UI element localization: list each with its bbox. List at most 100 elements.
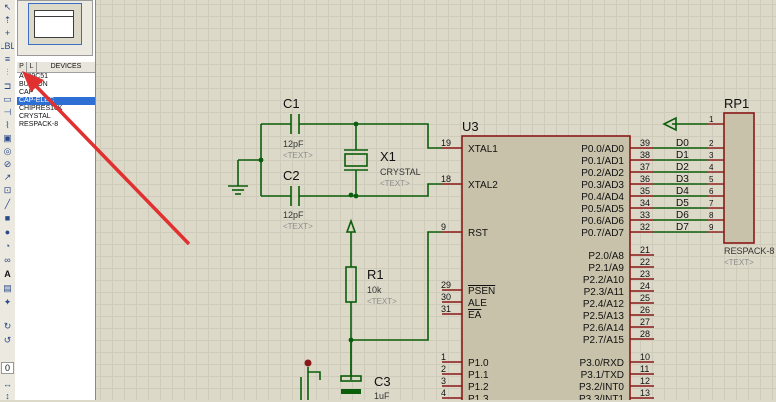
flip-icon[interactable]: ↕ — [5, 391, 10, 401]
virtual-instrument-icon[interactable]: ⊡ — [3, 185, 12, 195]
arc-icon[interactable]: ◔ — [4, 241, 11, 251]
device-list-item[interactable]: CHIPRES10K — [19, 105, 63, 112]
crystal-x1[interactable]: X1 CRYSTAL <TEXT> — [344, 121, 421, 199]
capacitor-c1[interactable]: C1 12pF <TEXT> — [261, 96, 356, 160]
u3-pin-name: P2.1/A9 — [588, 263, 624, 274]
u3-ref: U3 — [462, 119, 479, 134]
tape-recorder-icon[interactable]: ▣ — [3, 133, 12, 143]
subcircuit-icon[interactable]: ⊐ — [3, 81, 12, 91]
device-pins-icon[interactable]: ⊣ — [3, 107, 12, 117]
net-label: D1 — [676, 150, 689, 161]
c1-ref: C1 — [283, 96, 300, 111]
u3-pin-name: P3.2/INT0 — [579, 382, 624, 393]
u3-pin-name: P0.1/AD1 — [581, 156, 624, 167]
path-icon[interactable]: ∞ — [4, 255, 11, 265]
library-manager-button[interactable]: L — [27, 62, 37, 72]
u3-pin-name: P2.4/A12 — [583, 299, 625, 310]
u3-pin-number: 23 — [640, 269, 650, 279]
net-label: D2 — [676, 162, 689, 173]
u3-pin-number: 13 — [640, 388, 650, 398]
u3-pin-number: 11 — [640, 364, 649, 374]
u3-pin-number: 38 — [640, 150, 650, 160]
u3-pin-number: 22 — [640, 257, 650, 267]
u3-pin-name: P0.5/AD5 — [581, 204, 624, 215]
schematic-canvas[interactable]: C1 12pF <TEXT> C2 12pF <TEXT> — [96, 0, 776, 400]
x1-value: CRYSTAL — [380, 167, 421, 177]
u3-pin-number: 39 — [640, 138, 650, 148]
device-list-item[interactable]: RESPACK-8 — [19, 121, 59, 128]
rp1-pin-number: 7 — [709, 199, 714, 208]
reset-button[interactable] — [300, 359, 321, 401]
u3-pin-name: PSEN — [468, 286, 495, 297]
rst-wire — [351, 231, 442, 341]
u3-pin-number: 9 — [441, 222, 446, 232]
overview-view-frame — [34, 10, 74, 38]
line-icon[interactable]: ╱ — [4, 199, 11, 209]
u3-pin-name: P0.6/AD6 — [581, 216, 624, 227]
schematic-drawing: C1 12pF <TEXT> C2 12pF <TEXT> — [228, 96, 774, 401]
overview-sheet — [28, 3, 82, 45]
u3-pin-name: P1.0 — [468, 358, 489, 369]
device-list-item[interactable]: AT89C51 — [19, 73, 49, 80]
resistor-r1[interactable]: R1 10k <TEXT> — [345, 192, 397, 380]
net-label: D4 — [676, 186, 689, 197]
chip-u3[interactable]: U3 19XTAL118XTAL29RST29PSEN30ALE31EA1P1.… — [441, 119, 708, 400]
u3-pin-number: 30 — [441, 292, 451, 302]
c2-text-placeholder: <TEXT> — [283, 222, 313, 231]
selection-mode-icon[interactable]: ↖ — [3, 2, 12, 12]
rp1-pin-number: 3 — [709, 151, 714, 160]
u3-pin-number: 29 — [441, 280, 451, 290]
pick-devices-button[interactable]: P — [17, 62, 27, 72]
wire-label-icon[interactable]: LBL — [1, 41, 14, 51]
device-list-item[interactable]: CRYSTAL — [19, 113, 51, 120]
u3-pin-name: P0.2/AD2 — [581, 168, 624, 179]
rotation-angle-field[interactable]: 0 — [1, 362, 14, 374]
graph-icon[interactable]: ⌇ — [5, 120, 10, 130]
u3-pin-name: P0.7/AD7 — [581, 228, 624, 239]
capacitor-c2[interactable]: C2 12pF <TEXT> — [261, 168, 356, 231]
u3-pin-number: 34 — [640, 198, 650, 208]
rp1-pin-number: 9 — [709, 223, 714, 232]
marker-icon[interactable]: ✦ — [3, 297, 12, 307]
u3-pin-name: P2.2/A10 — [583, 275, 625, 286]
capacitor-c3[interactable]: C3 1uF — [340, 340, 391, 400]
u3-pin-name: P2.5/A13 — [583, 311, 625, 322]
bus-icon[interactable]: ⫶ — [6, 67, 9, 77]
u3-pin-name: XTAL2 — [468, 180, 498, 191]
box-icon[interactable]: ■ — [4, 213, 11, 223]
u3-pin-name: RST — [468, 228, 488, 239]
u3-pin-name: EA — [468, 310, 482, 321]
symbol-icon[interactable]: ▤ — [3, 283, 12, 293]
u3-pin-name: P0.4/AD4 — [581, 192, 624, 203]
voltage-probe-icon[interactable]: ⊘ — [3, 159, 12, 169]
terminals-icon[interactable]: ▭ — [3, 94, 12, 104]
u3-pin-number: 31 — [441, 304, 451, 314]
circle-icon[interactable]: ● — [4, 227, 11, 237]
u3-pin-number: 27 — [640, 317, 650, 327]
devices-header: P L DEVICES — [17, 62, 95, 73]
rp1-pin-number: 8 — [709, 211, 714, 220]
net-label: D7 — [676, 222, 689, 233]
rotate-anticlockwise-icon[interactable]: ↺ — [3, 335, 12, 345]
mirror-icon[interactable]: ↔ — [3, 379, 12, 389]
junction-dot-icon[interactable]: + — [4, 28, 11, 38]
generator-icon[interactable]: ◎ — [3, 146, 12, 156]
rp1-pin1-number: 1 — [709, 115, 714, 124]
overview-window[interactable] — [17, 0, 93, 56]
text-script-icon[interactable]: ≡ — [4, 54, 11, 64]
component-mode-icon[interactable]: ⇡ — [3, 15, 12, 25]
device-list-item[interactable]: CAP-ELEC — [17, 97, 95, 105]
rotate-clockwise-icon[interactable]: ↻ — [3, 321, 12, 331]
current-probe-icon[interactable]: ↗ — [3, 172, 12, 182]
u3-pin-name: P1.2 — [468, 382, 489, 393]
rp1-pin-number: 5 — [709, 175, 714, 184]
u3-pin-number: 26 — [640, 305, 650, 315]
u3-pin-name: P3.1/TXD — [581, 370, 624, 381]
text-icon[interactable]: A — [4, 269, 11, 279]
net-label: D3 — [676, 174, 689, 185]
u3-pin-number: 37 — [640, 162, 650, 172]
device-list-item[interactable]: BUTTON — [19, 81, 48, 88]
device-list-item[interactable]: CAP — [19, 89, 34, 96]
u3-pin-number: 28 — [640, 329, 650, 339]
